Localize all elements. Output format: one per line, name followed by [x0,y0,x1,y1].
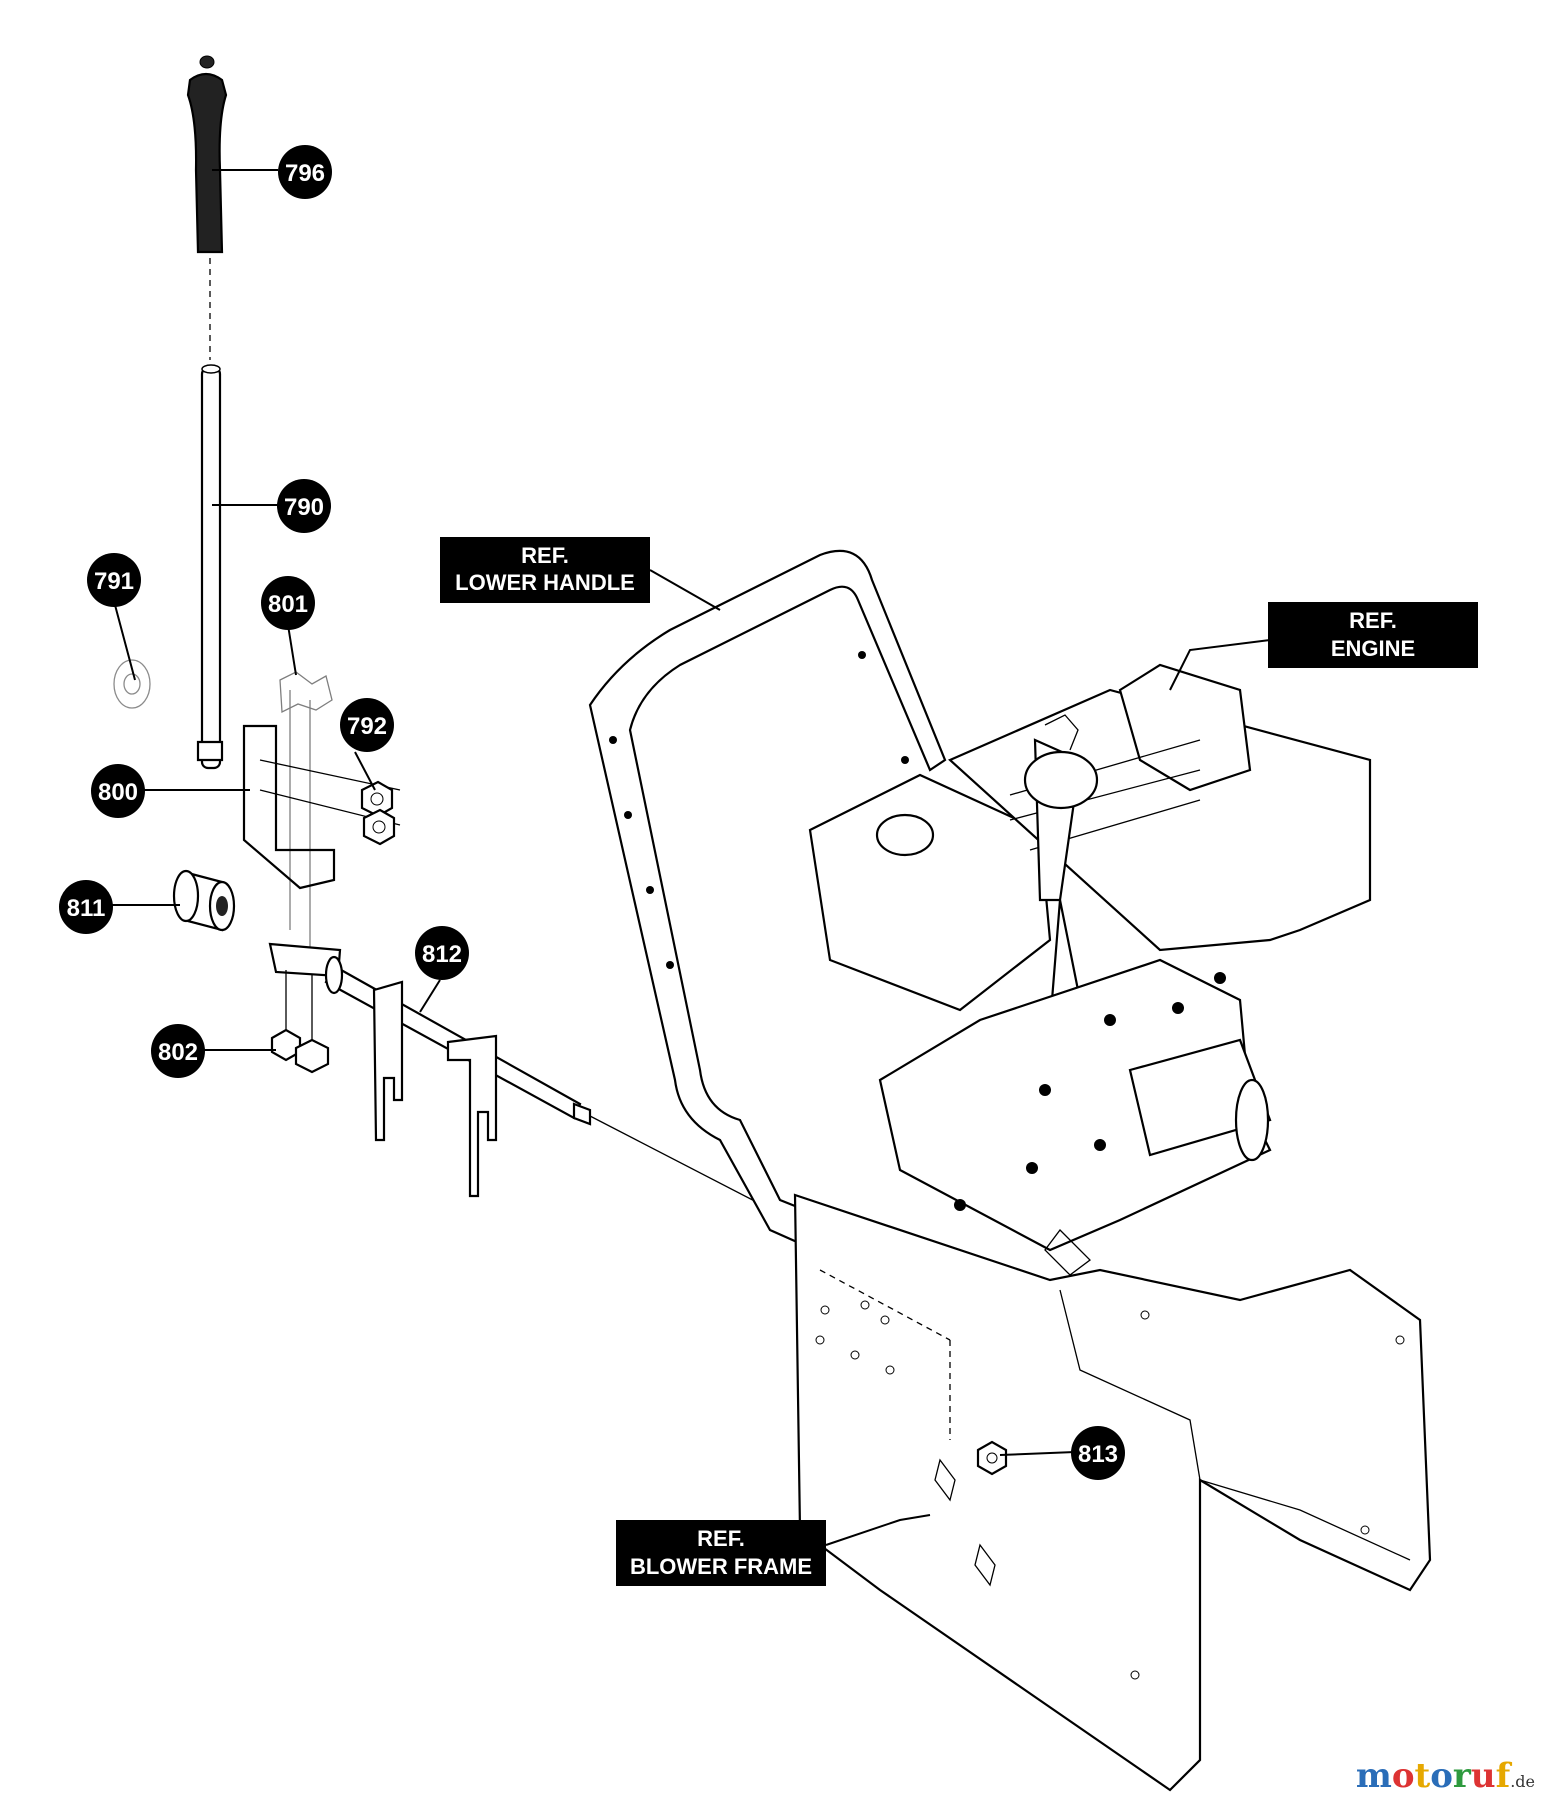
wm-letter: o [1430,1756,1453,1796]
wm-letter: f [1495,1756,1511,1796]
callout-802: 802 [151,1024,205,1078]
wm-letter: o [1391,1756,1415,1796]
svg-text:BLOWER FRAME: BLOWER FRAME [630,1554,812,1579]
bushing-part [172,869,236,932]
callout-811: 811 [59,880,113,934]
spring-washer-part [279,671,333,950]
svg-text:802: 802 [158,1039,198,1066]
svg-text:790: 790 [284,494,324,521]
svg-text:ENGINE: ENGINE [1331,636,1415,661]
shift-shaft-part [268,942,831,1241]
svg-text:801: 801 [268,591,308,618]
lower-handle-part [588,549,947,1272]
shift-rod-part [196,364,224,770]
svg-text:812: 812 [422,941,462,968]
callout-790: 790 [277,479,331,533]
watermark-logo: motoruf.de [1356,1756,1535,1796]
leader-lines [112,169,1271,1546]
washer-part [113,659,151,709]
svg-text:811: 811 [67,895,106,922]
callout-800: 800 [91,764,145,818]
callout-796: 796 [278,145,332,199]
svg-text:REF.: REF. [697,1526,745,1551]
svg-text:792: 792 [347,713,387,740]
callout-801: 801 [261,576,315,630]
svg-text:796: 796 [285,160,325,187]
svg-text:791: 791 [94,568,134,595]
wm-letter: u [1470,1756,1496,1796]
callout-812: 812 [415,926,469,980]
engine-part [808,663,1372,1276]
ref-lower-handle-label: REF. LOWER HANDLE [440,537,650,603]
lock-nuts-part [270,970,330,1074]
wm-suffix: .de [1510,1772,1535,1791]
svg-text:REF.: REF. [1349,608,1397,633]
callouts: 796 790 791 801 792 800 811 812 802 813 [59,145,1125,1480]
svg-text:LOWER HANDLE: LOWER HANDLE [455,570,635,595]
svg-text:800: 800 [98,779,138,806]
wm-letter: m [1355,1756,1392,1796]
blower-frame-part [793,1193,1432,1792]
ref-blower-frame-label: REF. BLOWER FRAME [616,1520,826,1586]
svg-text:REF.: REF. [521,543,569,568]
hex-nuts-part [360,780,396,846]
svg-text:813: 813 [1078,1441,1118,1468]
shift-knob-part [186,55,228,360]
callout-791: 791 [87,553,141,607]
callout-813: 813 [1071,1426,1125,1480]
wm-letter: t [1414,1756,1431,1796]
ref-engine-label: REF. ENGINE [1268,602,1478,668]
wm-letter: r [1452,1756,1471,1796]
callout-792: 792 [340,698,394,752]
